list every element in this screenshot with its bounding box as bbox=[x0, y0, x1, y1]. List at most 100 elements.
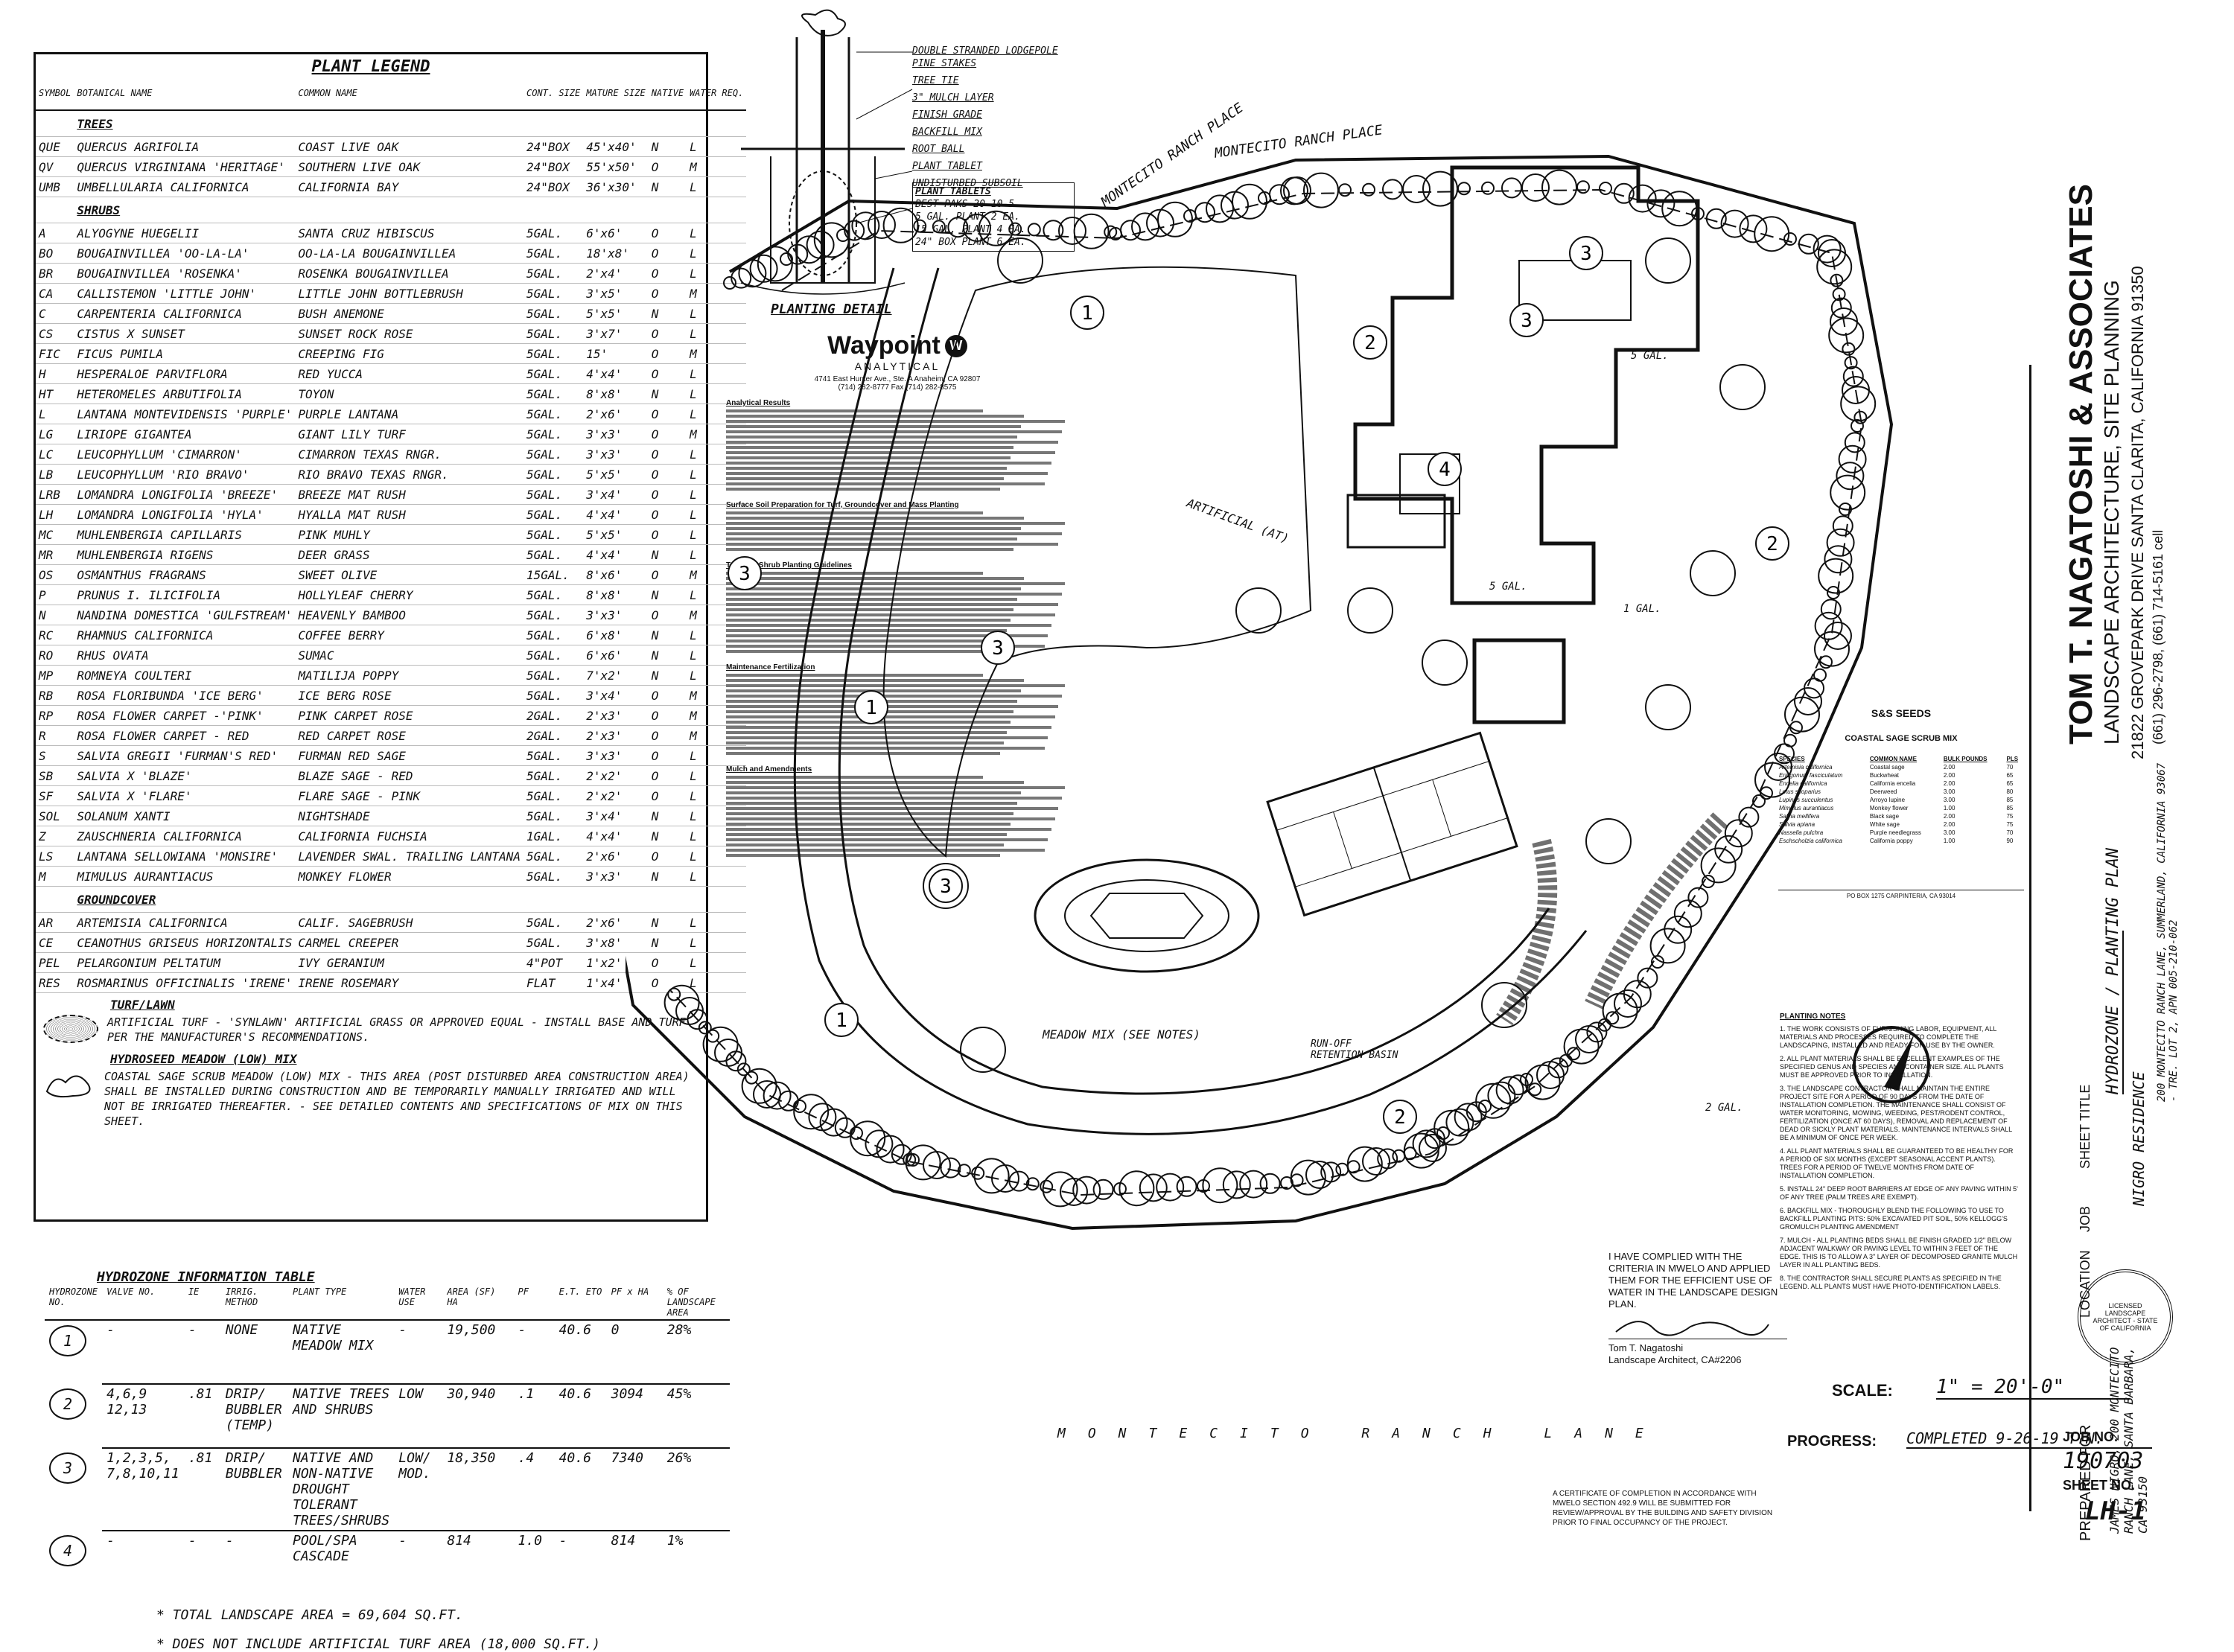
legend-cell: MUHLENBERGIA RIGENS bbox=[74, 544, 296, 565]
legend-section-title: SHRUBS bbox=[74, 197, 747, 223]
legend-cell: ROSENKA BOUGAINVILLEA bbox=[295, 263, 524, 284]
plant-symbol bbox=[675, 997, 704, 1025]
plant-symbol bbox=[834, 1117, 856, 1138]
plant-symbol bbox=[1830, 273, 1844, 287]
plant-symbol bbox=[731, 267, 752, 289]
legend-cell: R bbox=[36, 725, 74, 746]
legend-title: PLANT LEGEND bbox=[311, 57, 430, 76]
legend-cell: LAVENDER SWAL. TRAILING LANTANA bbox=[295, 846, 524, 867]
mix-cell: 65 bbox=[2006, 780, 2014, 787]
plant-symbol bbox=[1027, 223, 1041, 237]
compliance-title: Landscape Architect, CA#2206 bbox=[1608, 1354, 1742, 1365]
plant-symbol bbox=[1222, 1170, 1251, 1199]
legend-cell: RP bbox=[36, 705, 74, 726]
tree-symbol bbox=[1690, 550, 1736, 596]
legend-cell: PELARGONIUM PELTATUM bbox=[74, 952, 296, 973]
legend-cell: 5GAL. bbox=[523, 912, 584, 933]
hydro-col-header: VALVE NO. bbox=[102, 1285, 184, 1321]
firm-phone: (661) 296-2798, (661) 714-5161 cell bbox=[2151, 529, 2165, 744]
lab-section-title: Tree and Shrub Planting Guidelines bbox=[726, 561, 852, 570]
plant-symbol bbox=[714, 1039, 742, 1067]
hydro-cell: - bbox=[394, 1319, 443, 1384]
legend-cell: O bbox=[648, 283, 687, 304]
mix-cell: Artemisia californica bbox=[1779, 764, 1833, 771]
plant-symbol bbox=[1842, 366, 1864, 387]
plant-symbol bbox=[763, 1081, 792, 1110]
plant-symbol bbox=[1651, 955, 1664, 969]
legend-cell: 2'x6' bbox=[583, 404, 649, 424]
hydro-cell: 3094 bbox=[606, 1383, 663, 1448]
plant-symbol bbox=[882, 207, 919, 243]
plant-symbol bbox=[940, 1157, 961, 1179]
scale-label: SCALE: bbox=[1832, 1381, 1893, 1400]
plant-symbol bbox=[1714, 835, 1743, 864]
bed-label-4: 2 GAL. bbox=[1705, 1102, 1743, 1114]
hydro-cell: NONE bbox=[220, 1319, 289, 1384]
legend-cell: ALYOGYNE HUEGELII bbox=[74, 223, 296, 243]
plant-symbol bbox=[836, 229, 850, 242]
legend-cell: 3'x7' bbox=[583, 323, 649, 344]
legend-cell: 5GAL. bbox=[523, 765, 584, 786]
legend-cell: 4'x4' bbox=[583, 826, 649, 846]
legend-cell: BOUGAINVILLEA 'OO-LA-LA' bbox=[74, 243, 296, 264]
legend-cell: CARMEL CREEPER bbox=[295, 932, 524, 953]
plant-symbol bbox=[1752, 794, 1766, 808]
mix-cell: 3.00 bbox=[1943, 829, 1955, 836]
legend-cell: MUHLENBERGIA CAPILLARIS bbox=[74, 524, 296, 545]
legend-cell: L bbox=[687, 912, 747, 933]
hydro-cell: 7340 bbox=[606, 1447, 663, 1531]
setback-line bbox=[669, 188, 1863, 1196]
plant-symbol bbox=[1008, 222, 1022, 236]
legend-cell: 4"POT bbox=[523, 952, 584, 973]
plant-symbol bbox=[923, 1151, 951, 1179]
plant-symbol bbox=[1156, 1173, 1185, 1202]
job-no: 190703 bbox=[2063, 1448, 2144, 1474]
lab-section-title: Maintenance Fertilization bbox=[726, 663, 815, 672]
hydrozone-marker bbox=[981, 631, 1015, 665]
tablet-row: 5 GAL. PLANT 2 EA. bbox=[915, 211, 1020, 223]
architect-seal: LICENSED LANDSCAPE ARCHITECT - STATE OF … bbox=[2078, 1269, 2173, 1365]
legend-cell: 5GAL. bbox=[523, 584, 584, 605]
plant-symbol bbox=[1547, 1057, 1569, 1079]
legend-cell: 4'x4' bbox=[583, 504, 649, 525]
legend-cell: QUERCUS VIRGINIANA 'HERITAGE' bbox=[74, 156, 296, 177]
legend-cell: SUMAC bbox=[295, 645, 524, 666]
hydrozone-marker-label: 1 bbox=[1081, 302, 1093, 325]
planting-detail-drawing bbox=[740, 9, 913, 295]
legend-cell: BR bbox=[36, 263, 74, 284]
legend-cell: CALLISTEMON 'LITTLE JOHN' bbox=[74, 283, 296, 304]
lab-section-title: Analytical Results bbox=[726, 399, 791, 407]
plant-symbol bbox=[1487, 1081, 1516, 1110]
hydrozone-marker-label: 3 bbox=[940, 876, 952, 898]
legend-cell: LOMANDRA LONGIFOLIA 'HYLA' bbox=[74, 504, 296, 525]
meadow-note: COASTAL SAGE SCRUB MEADOW (LOW) MIX - TH… bbox=[104, 1070, 690, 1128]
planting-note: 4. ALL PLANT MATERIALS SHALL BE GUARANTE… bbox=[1780, 1147, 2014, 1179]
legend-col-header: BOTANICAL NAME bbox=[74, 77, 296, 111]
legend-cell: L bbox=[687, 243, 747, 264]
hydro-col-header: E.T. ETO bbox=[554, 1285, 607, 1321]
plant-symbol bbox=[1290, 1173, 1304, 1187]
property-line bbox=[626, 154, 1894, 1231]
plant-symbol bbox=[1818, 239, 1846, 267]
hydro-cell: 18,350 bbox=[442, 1447, 514, 1531]
mix-col-header: BULK POUNDS bbox=[1943, 756, 1988, 762]
turf-symbol bbox=[43, 1015, 98, 1043]
legend-cell: 5GAL. bbox=[523, 846, 584, 867]
legend-cell: 2'x4' bbox=[583, 263, 649, 284]
legend-cell: HESPERALOE PARVIFLORA bbox=[74, 363, 296, 384]
legend-cell: O bbox=[648, 504, 687, 525]
plant-symbol bbox=[1221, 191, 1249, 220]
legend-cell: L bbox=[687, 645, 747, 666]
hydro-cell: 19,500 bbox=[442, 1319, 514, 1384]
seal-text: LICENSED LANDSCAPE ARCHITECT - STATE OF … bbox=[2093, 1302, 2158, 1332]
legend-cell: 5GAL. bbox=[523, 243, 584, 264]
legend-cell: 1'x2' bbox=[583, 952, 649, 973]
plant-symbol bbox=[1789, 721, 1803, 735]
